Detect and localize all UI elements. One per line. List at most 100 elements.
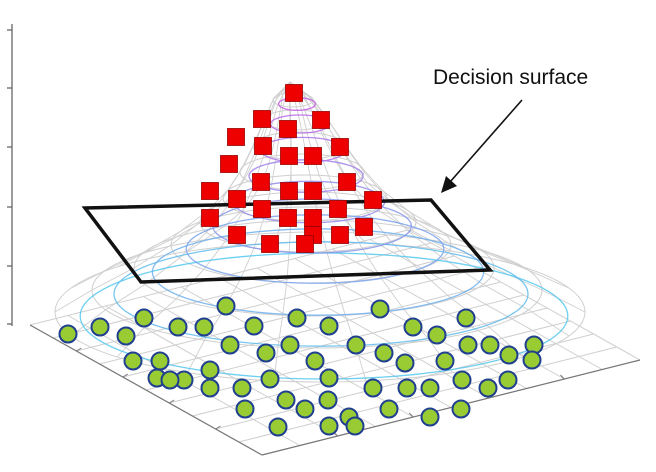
circle-marker xyxy=(319,316,339,336)
circle-marker xyxy=(287,308,307,328)
circle-marker xyxy=(134,308,154,328)
circle-marker xyxy=(116,326,136,346)
circle-marker xyxy=(319,368,339,388)
square-marker xyxy=(228,190,246,208)
x-axis-tick xyxy=(122,373,129,378)
circle-marker xyxy=(480,335,500,355)
circle-marker xyxy=(379,399,399,419)
decision-surface-label: Decision surface xyxy=(433,66,588,89)
square-marker xyxy=(227,128,245,146)
circle-marker xyxy=(268,417,288,437)
circle-marker xyxy=(318,390,338,410)
circle-marker xyxy=(168,317,188,337)
floor-grid-line xyxy=(407,229,641,361)
circle-marker xyxy=(374,343,394,363)
square-marker xyxy=(254,137,272,155)
circle-marker xyxy=(403,317,423,337)
z-axis xyxy=(7,24,13,326)
square-marker xyxy=(329,200,347,218)
square-marker xyxy=(220,155,238,173)
square-marker xyxy=(280,147,298,165)
x-axis xyxy=(29,324,263,456)
square-marker xyxy=(252,173,270,191)
square-marker xyxy=(304,209,322,227)
circle-marker xyxy=(260,369,280,389)
square-marker xyxy=(285,84,303,102)
mesh-meridian xyxy=(289,81,367,244)
circle-marker xyxy=(150,351,170,371)
square-marker xyxy=(312,111,330,129)
circle-marker xyxy=(280,335,300,355)
mesh-meridian xyxy=(116,81,291,268)
square-marker xyxy=(228,226,246,244)
square-marker xyxy=(201,209,219,227)
circle-marker xyxy=(200,360,220,380)
x-axis-tick xyxy=(76,347,82,352)
circle-marker xyxy=(90,317,110,337)
floor-grid-line xyxy=(256,267,490,399)
y-axis-tick xyxy=(408,412,414,418)
square-marker xyxy=(331,138,349,156)
square-marker xyxy=(279,120,297,138)
square-marker xyxy=(261,235,279,253)
x-axis-tick xyxy=(168,399,175,404)
circle-marker xyxy=(319,416,339,436)
circle-marker xyxy=(420,407,440,427)
circle-marker xyxy=(58,324,78,344)
floor-grid-line xyxy=(192,320,571,417)
circle-marker xyxy=(397,378,417,398)
circle-marker xyxy=(427,325,447,345)
circle-marker xyxy=(363,378,383,398)
circle-marker xyxy=(395,353,415,373)
x-axis-tick xyxy=(215,425,221,430)
square-marker xyxy=(364,191,382,209)
circle-marker xyxy=(244,316,264,336)
circle-marker xyxy=(220,335,240,355)
square-marker xyxy=(331,226,349,244)
square-marker xyxy=(280,182,298,200)
square-marker xyxy=(253,200,271,218)
circle-marker xyxy=(451,399,471,419)
circle-marker xyxy=(370,299,390,319)
circle-marker xyxy=(458,335,478,355)
circle-marker xyxy=(498,370,518,390)
floor-grid-line xyxy=(369,239,603,370)
square-marker xyxy=(201,182,219,200)
circle-marker xyxy=(345,416,365,436)
circle-marker xyxy=(276,390,296,410)
square-class-markers xyxy=(201,84,382,253)
mesh-meridian xyxy=(289,81,570,289)
mesh-meridian xyxy=(116,81,291,358)
circle-marker xyxy=(160,370,180,390)
circle-marker xyxy=(420,378,440,398)
square-marker xyxy=(253,110,271,128)
circle-marker xyxy=(216,296,236,316)
decision-plane xyxy=(81,198,494,284)
circle-marker xyxy=(200,378,220,398)
circle-marker xyxy=(232,378,252,398)
mesh-meridian xyxy=(289,81,524,268)
circle-marker xyxy=(123,351,143,371)
square-marker xyxy=(355,218,373,236)
square-marker xyxy=(296,235,314,253)
circle-marker xyxy=(435,351,455,371)
circle-marker xyxy=(235,399,255,419)
circle-marker xyxy=(456,308,476,328)
square-marker xyxy=(304,147,322,165)
circle-marker xyxy=(295,399,315,419)
circle-marker xyxy=(452,370,472,390)
annotation-arrow xyxy=(441,99,523,193)
square-marker xyxy=(304,182,322,200)
square-marker xyxy=(338,173,356,191)
square-marker xyxy=(279,209,297,227)
y-axis-tick xyxy=(560,374,565,380)
circle-marker xyxy=(256,343,276,363)
circle-marker xyxy=(194,317,214,337)
y-axis xyxy=(261,359,641,456)
circle-marker xyxy=(305,351,325,371)
circle-marker xyxy=(478,378,498,398)
circle-class-markers xyxy=(58,296,544,437)
circle-marker xyxy=(346,335,366,355)
circle-marker xyxy=(499,345,519,365)
